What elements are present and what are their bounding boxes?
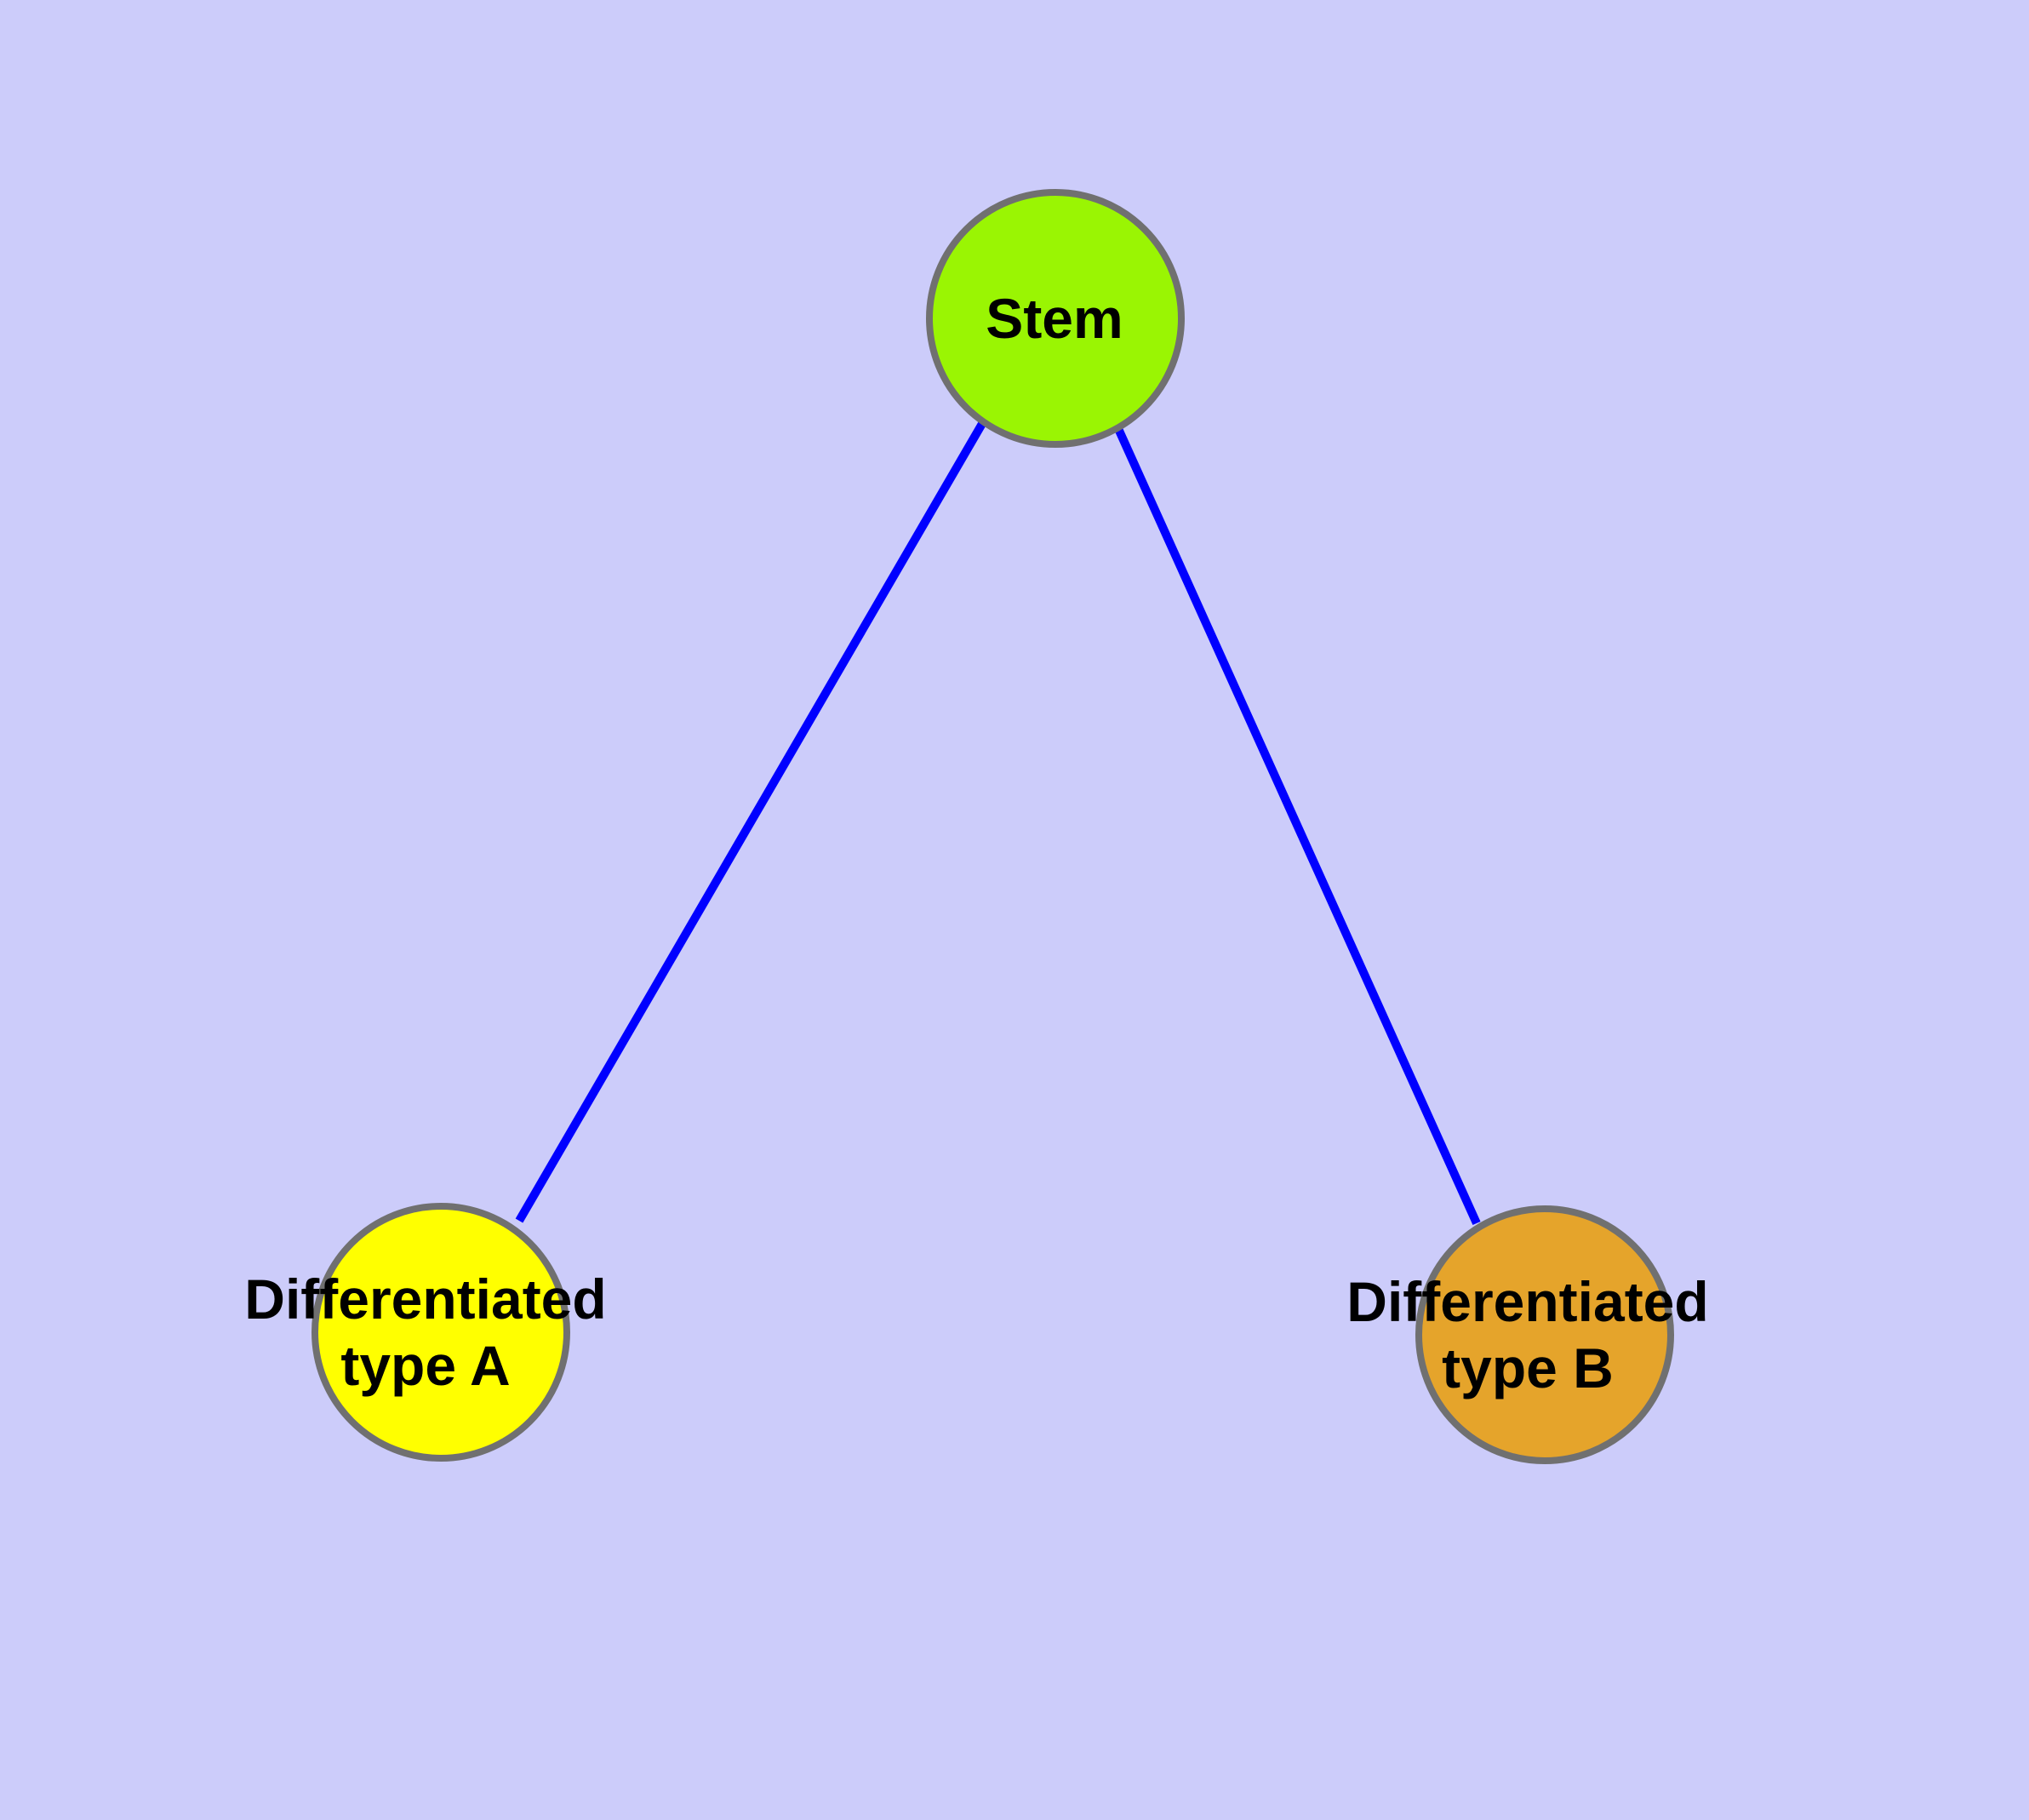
edge-stem-to-differentiated-type-b [1112,421,1481,1226]
node-layer [311,189,1674,1464]
node-circle-differentiated-type-b[interactable] [1415,1205,1674,1464]
node-stem[interactable] [926,189,1185,448]
node-differentiated-type-b[interactable] [1415,1205,1674,1464]
edge-stem-to-differentiated-type-a [515,420,987,1223]
node-circle-differentiated-type-a[interactable] [311,1203,570,1462]
edge-layer [515,420,1481,1226]
node-circle-stem[interactable] [926,189,1185,448]
node-label-stem: Stem [986,287,1123,350]
node-differentiated-type-a[interactable] [311,1203,570,1462]
